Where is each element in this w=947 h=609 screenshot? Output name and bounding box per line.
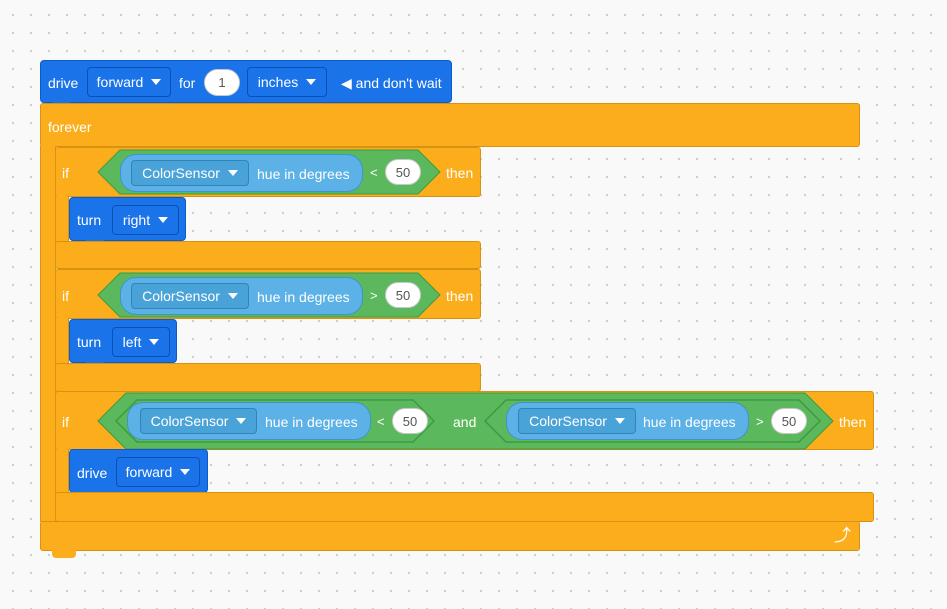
drive-for-block[interactable]: drive forward for 1 inches ◀ and don't w… [40, 60, 452, 103]
chevron-down-icon [180, 469, 191, 475]
color-sensor-dropdown[interactable]: ColorSensor [518, 408, 636, 434]
compare-value-input-b[interactable]: 50 [771, 408, 807, 434]
forever-label: forever [48, 119, 92, 135]
unit-dropdown[interactable]: inches [247, 67, 327, 97]
forever-block-arm [40, 146, 56, 522]
turn-direction-value: left [122, 334, 142, 350]
hue-property-label: hue in degrees [257, 289, 350, 305]
chevron-down-icon [158, 217, 169, 223]
chevron-down-icon [227, 170, 238, 176]
and-label: and [453, 414, 477, 430]
if-block-2-arm [55, 318, 69, 364]
if-block-1-arm [55, 196, 69, 242]
if-label: if [62, 414, 69, 430]
sensor-value: ColorSensor [142, 165, 220, 181]
chevron-down-icon [149, 339, 160, 345]
forever-block-notch [52, 550, 76, 558]
for-label: for [179, 75, 196, 91]
then-label: then [839, 414, 867, 430]
hue-reporter-2[interactable]: ColorSensor hue in degrees [120, 277, 363, 315]
drive-direction-value: forward [125, 464, 173, 480]
sensor-value: ColorSensor [150, 413, 229, 429]
compare-value-input-a[interactable]: 50 [392, 408, 428, 434]
turn-right-block[interactable]: turn right [69, 197, 186, 241]
direction-value: forward [96, 74, 144, 90]
loop-arrow-icon: ⤴ [834, 526, 851, 545]
hue-property-label: hue in degrees [265, 414, 358, 430]
then-label: then [446, 165, 474, 181]
chevron-down-icon [614, 418, 625, 424]
if-block-1-footer [55, 241, 481, 269]
if-block-3-footer [55, 492, 874, 522]
color-sensor-dropdown[interactable]: ColorSensor [131, 283, 249, 309]
hue-property-label: hue in degrees [643, 414, 736, 430]
greater-than-operator: > [370, 288, 378, 303]
sensor-value: ColorSensor [142, 288, 220, 304]
if-block-3-header[interactable]: if ColorSensor hue in degrees < 50 and C… [55, 391, 874, 450]
drive-label: drive [77, 465, 108, 481]
if-block-2-header[interactable]: if ColorSensor hue in degrees > 50 then [55, 269, 481, 319]
chevron-down-icon [236, 418, 247, 424]
if-block-1-header[interactable]: if ColorSensor hue in degrees < 50 then [55, 147, 481, 197]
chevron-down-icon [151, 79, 162, 85]
drive-forward-block[interactable]: drive forward [69, 449, 208, 493]
unit-value: inches [257, 74, 299, 90]
hue-property-label: hue in degrees [257, 166, 350, 182]
turn-label: turn [77, 212, 102, 228]
turn-label: turn [77, 334, 102, 350]
turn-direction-dropdown[interactable]: right [112, 205, 179, 235]
turn-direction-dropdown[interactable]: left [112, 327, 170, 357]
if-block-3-arm [55, 449, 69, 494]
hue-reporter-3b[interactable]: ColorSensor hue in degrees [506, 402, 749, 440]
chevron-down-icon [306, 79, 317, 85]
drive-direction-dropdown[interactable]: forward [116, 457, 200, 487]
color-sensor-dropdown[interactable]: ColorSensor [140, 408, 257, 434]
dont-wait-toggle[interactable]: ◀ and don't wait [341, 75, 442, 91]
hue-reporter-1[interactable]: ColorSensor hue in degrees [120, 154, 363, 192]
color-sensor-dropdown[interactable]: ColorSensor [131, 160, 249, 186]
hue-reporter-3a[interactable]: ColorSensor hue in degrees [127, 402, 371, 440]
less-than-operator: < [370, 165, 378, 180]
forever-block-footer[interactable]: ⤴ [40, 521, 860, 551]
if-label: if [62, 288, 69, 304]
turn-left-block[interactable]: turn left [69, 319, 177, 363]
turn-direction-value: right [122, 212, 151, 228]
drive-label: drive [48, 75, 79, 91]
less-than-operator: < [377, 414, 385, 429]
amount-input[interactable]: 1 [204, 69, 240, 96]
if-block-2-footer [55, 363, 481, 392]
greater-than-operator: > [756, 414, 764, 429]
compare-value-input[interactable]: 50 [385, 282, 421, 308]
sensor-value: ColorSensor [529, 413, 607, 429]
direction-dropdown[interactable]: forward [87, 67, 171, 97]
then-label: then [446, 288, 474, 304]
compare-value-input[interactable]: 50 [385, 159, 421, 185]
chevron-down-icon [227, 293, 238, 299]
forever-block-header[interactable]: forever [40, 103, 860, 147]
if-label: if [62, 165, 69, 181]
